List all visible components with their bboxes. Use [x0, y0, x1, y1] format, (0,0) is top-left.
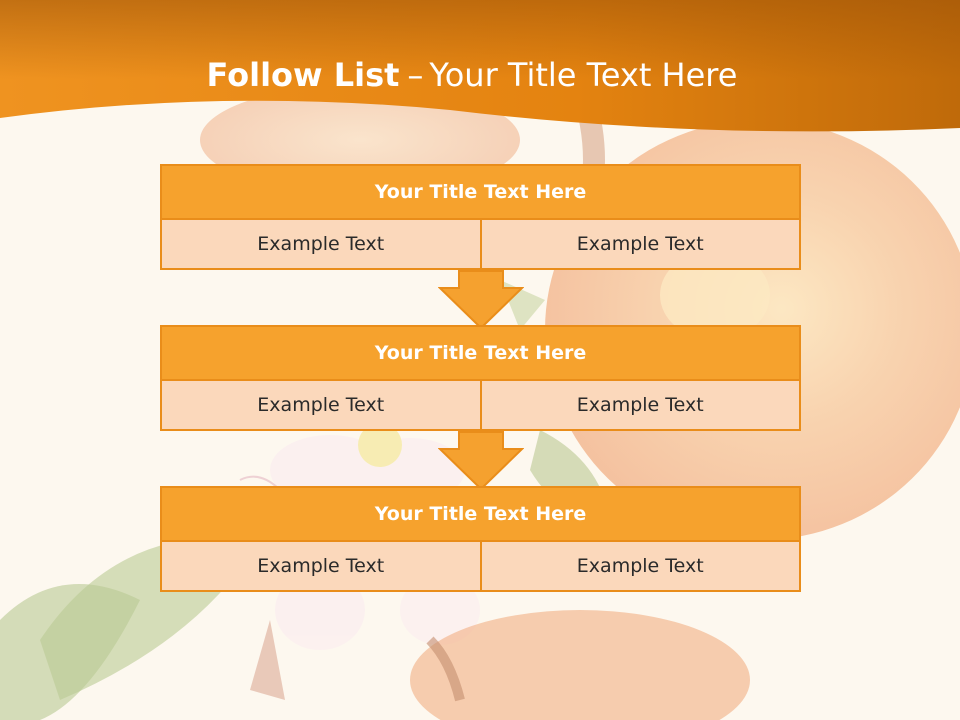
- step-block: Your Title Text Here Example Text Exampl…: [160, 325, 801, 431]
- header-band: [0, 0, 960, 132]
- step-title: Your Title Text Here: [160, 164, 801, 220]
- slide-title-bold: Follow List: [206, 56, 400, 94]
- slide-title-rest: Your Title Text Here: [429, 56, 738, 94]
- step-cell-right: Example Text: [481, 220, 801, 270]
- down-arrow-icon: [438, 431, 524, 491]
- step-row: Example Text Example Text: [160, 381, 801, 431]
- slide-title-separator: –: [407, 56, 424, 94]
- step-block: Your Title Text Here Example Text Exampl…: [160, 164, 801, 270]
- peach-shape: [410, 610, 750, 720]
- step-cell-left: Example Text: [160, 220, 482, 270]
- step-title: Your Title Text Here: [160, 325, 801, 381]
- step-cell-left: Example Text: [160, 381, 482, 431]
- slide-title: Follow List–Your Title Text Here: [0, 52, 944, 98]
- step-cell-left: Example Text: [160, 542, 482, 592]
- step-row: Example Text Example Text: [160, 542, 801, 592]
- step-row: Example Text Example Text: [160, 220, 801, 270]
- leaf-shape: [0, 584, 140, 720]
- step-title: Your Title Text Here: [160, 486, 801, 542]
- step-cell-right: Example Text: [481, 542, 801, 592]
- down-arrow-icon: [438, 270, 524, 330]
- step-cell-right: Example Text: [481, 381, 801, 431]
- step-block: Your Title Text Here Example Text Exampl…: [160, 486, 801, 592]
